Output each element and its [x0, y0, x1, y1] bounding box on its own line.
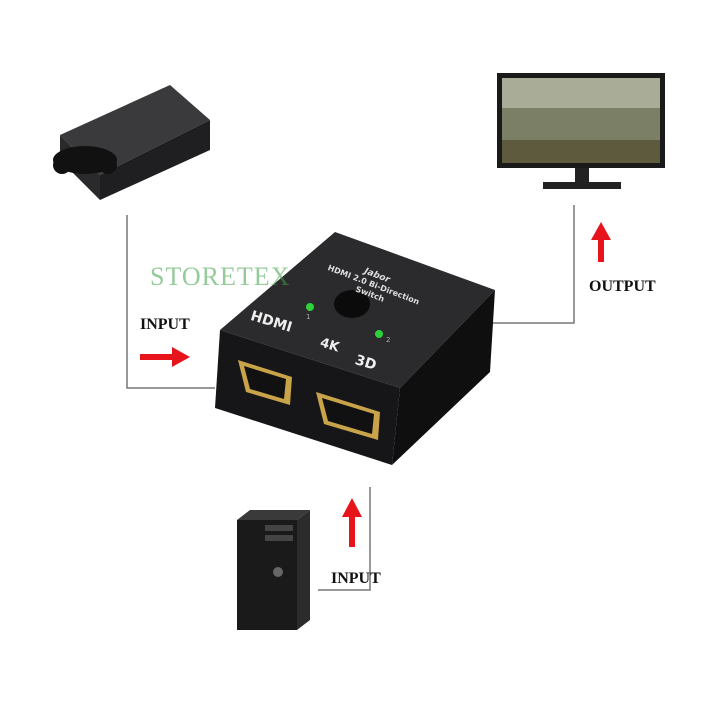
- arrow-up-icon: [591, 222, 611, 262]
- led-1-icon: [306, 303, 314, 311]
- input-label-bottom: INPUT: [331, 570, 381, 587]
- output-label: OUTPUT: [589, 278, 656, 295]
- input-line-left: [126, 215, 215, 389]
- input-label-left: INPUT: [140, 316, 190, 333]
- monitor-image: [497, 73, 665, 189]
- hdmi-switch-image: [215, 232, 495, 465]
- led-1-label: 1: [306, 313, 311, 321]
- led-2-label: 2: [386, 336, 391, 344]
- pc-tower-image: [237, 510, 310, 630]
- output-line: [492, 205, 575, 324]
- input-line-bottom: [318, 487, 371, 591]
- arrow-up-icon: [342, 498, 362, 547]
- arrow-right-icon: [140, 347, 190, 367]
- game-console-image: [53, 85, 210, 200]
- watermark: STORETEX: [150, 262, 291, 291]
- led-2-icon: [375, 330, 383, 338]
